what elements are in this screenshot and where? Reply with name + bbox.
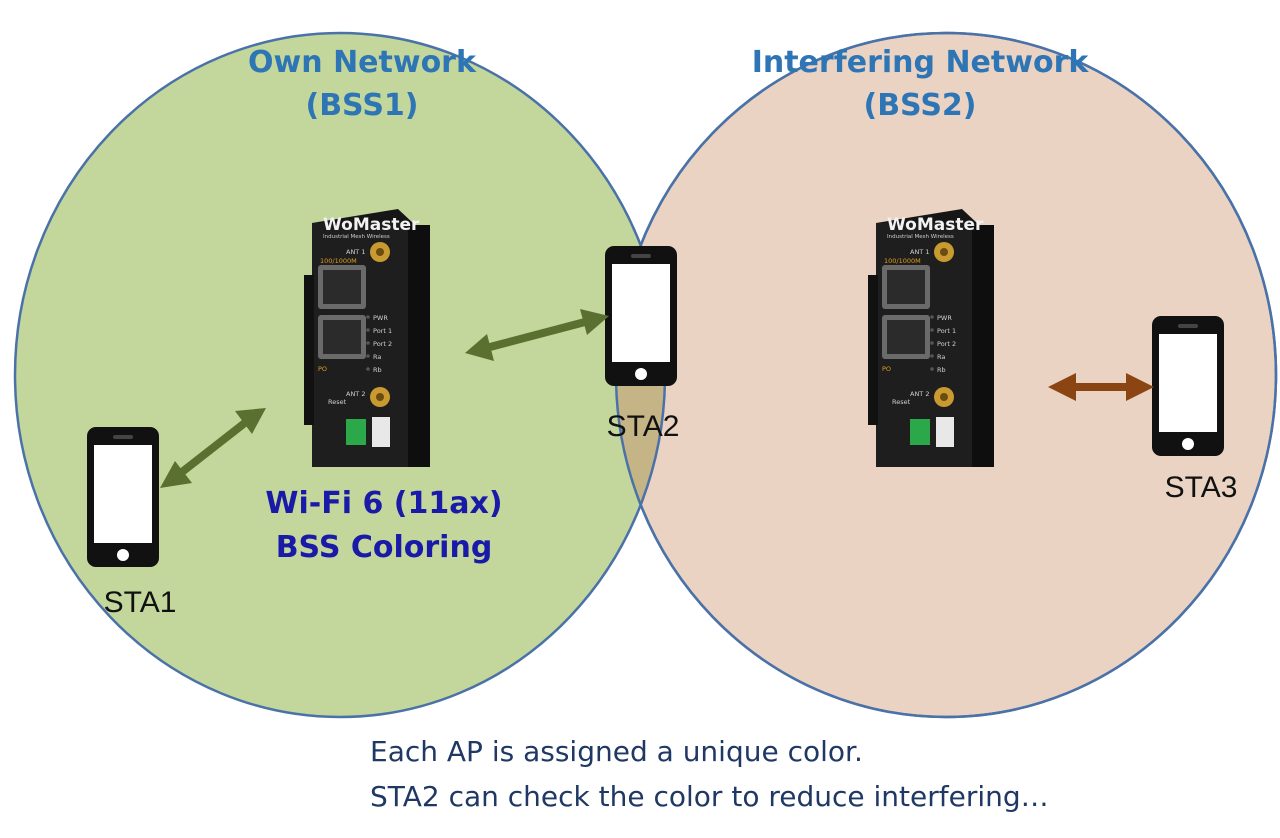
interfering-network-subtitle: (BSS2) xyxy=(863,88,976,123)
ap-brand: WoMaster xyxy=(323,215,420,235)
feature-subtitle: BSS Coloring xyxy=(276,530,493,565)
own-network-title: Own Network xyxy=(248,45,477,80)
own-network-subtitle: (BSS1) xyxy=(305,88,418,123)
sta3-label: STA3 xyxy=(1165,471,1238,504)
ap-tagline: Industrial Mesh Wireless xyxy=(887,234,954,240)
access-point-bss2: WoMaster Industrial Mesh Wireless ANT 1 … xyxy=(868,209,994,467)
ap-speed-label: 100/1000M xyxy=(320,257,357,265)
ap-speed-label: 100/1000M xyxy=(884,257,921,265)
caption-line-2: STA2 can check the color to reduce inter… xyxy=(370,780,1049,813)
caption-line-1: Each AP is assigned a unique color. xyxy=(370,735,863,768)
ap-led-label: Port 1 xyxy=(373,327,392,335)
ap-led-label: Rb xyxy=(937,366,946,374)
ap-led-label: PWR xyxy=(937,314,952,322)
ap-reset-label: Reset xyxy=(328,398,347,406)
sta1-label: STA1 xyxy=(104,586,177,619)
sta1-ap1-link-arrow xyxy=(160,408,266,488)
access-point-bss1: WoMaster Industrial Mesh Wireless ANT 1 … xyxy=(304,209,430,467)
interfering-network-title: Interfering Network xyxy=(752,45,1090,80)
ap-po-label: PO xyxy=(882,365,891,373)
ap-tagline: Industrial Mesh Wireless xyxy=(323,234,390,240)
ap-ant2-label: ANT 2 xyxy=(346,390,365,398)
ap-ant1-label: ANT 1 xyxy=(910,248,929,256)
ap-led-label: Rb xyxy=(373,366,382,374)
ap-po-label: PO xyxy=(318,365,327,373)
ap-led-label: Port 2 xyxy=(937,340,956,348)
ap1-sta2-link-arrow xyxy=(465,309,609,361)
ap-reset-label: Reset xyxy=(892,398,911,406)
sta1-phone-icon xyxy=(87,427,159,567)
sta2-label: STA2 xyxy=(607,410,680,443)
ap-ant1-label: ANT 1 xyxy=(346,248,365,256)
ap2-sta3-link-arrow xyxy=(1048,373,1154,401)
sta2-phone-icon xyxy=(605,246,677,386)
sta3-phone-icon xyxy=(1152,316,1224,456)
ap-led-label: Ra xyxy=(373,353,381,361)
ap-brand: WoMaster xyxy=(887,215,984,235)
ap-led-label: Port 1 xyxy=(937,327,956,335)
feature-title: Wi-Fi 6 (11ax) xyxy=(265,486,502,521)
ap-led-label: Ra xyxy=(937,353,945,361)
ap-ant2-label: ANT 2 xyxy=(910,390,929,398)
ap-led-label: PWR xyxy=(373,314,388,322)
ap-led-label: Port 2 xyxy=(373,340,392,348)
